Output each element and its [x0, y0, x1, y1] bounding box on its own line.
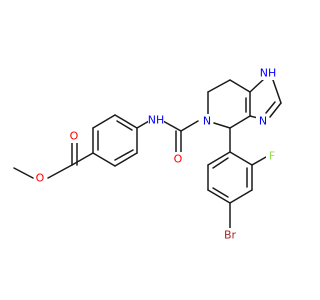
bond-layer	[13, 78, 282, 229]
molecule-structure: O O NH O N NH N F	[13, 66, 282, 242]
atom-imidazole-nitrogen-label: N	[259, 115, 267, 128]
atom-amide-oxygen: O	[172, 152, 185, 166]
atom-fluorine: F	[266, 149, 278, 163]
atom-methoxy-oxygen-label: O	[36, 172, 45, 185]
atom-imidazole-nitrogen: N	[256, 114, 269, 128]
atom-fluorine-label: F	[269, 150, 275, 163]
atom-ring-nitrogen-label: N	[203, 115, 211, 128]
atom-imidazole-nh: NH	[260, 66, 277, 80]
atom-bromine: Br	[222, 228, 239, 242]
atom-amide-nh: NH	[148, 113, 165, 127]
atom-imidazole-nh-label: NH	[260, 67, 277, 80]
atom-ring-nitrogen: N	[200, 114, 213, 128]
atom-amide-oxygen-label: O	[174, 153, 183, 166]
atom-ester-carbonyl-oxygen: O	[67, 129, 80, 143]
atom-bromine-label: Br	[224, 229, 237, 242]
atom-amide-nh-label: NH	[148, 114, 165, 127]
atom-methoxy-oxygen: O	[34, 171, 47, 185]
atom-label-layer: O O NH O N NH N F	[34, 66, 278, 242]
atom-ester-carbonyl-oxygen-label: O	[70, 130, 79, 143]
